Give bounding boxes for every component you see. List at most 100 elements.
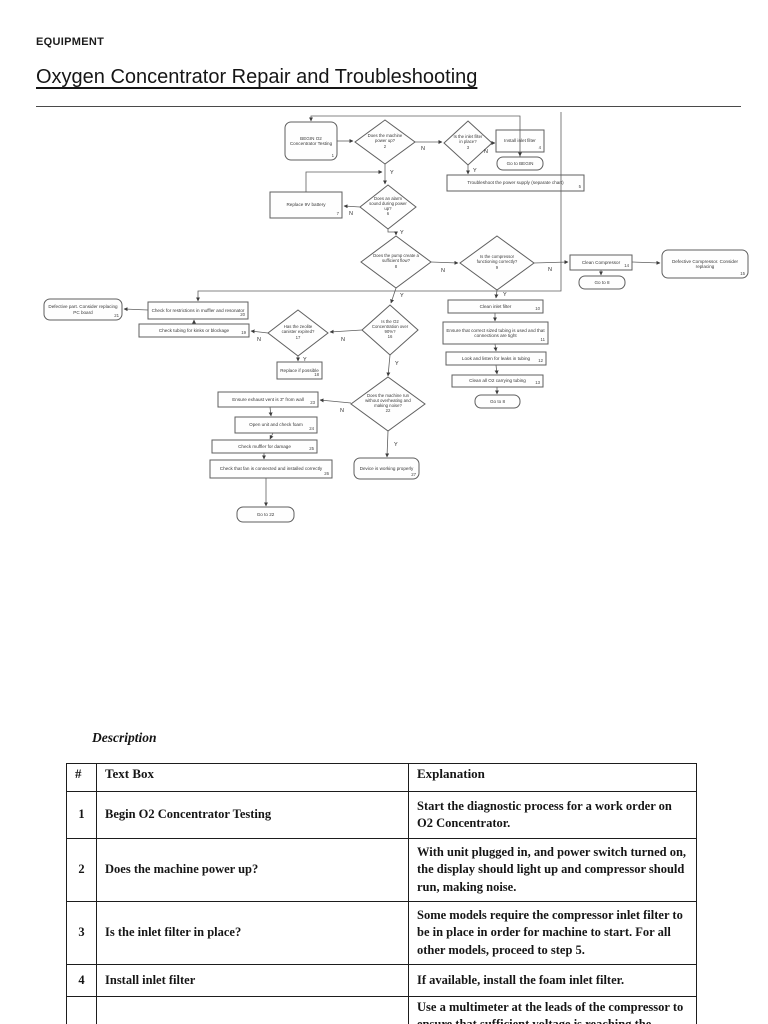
flowchart-step-number: 25: [309, 446, 314, 452]
cell-step-number: 1: [66, 791, 97, 839]
flowchart-node-text: Check muffler for damage: [238, 443, 291, 449]
flowchart-node-text: Go to 8: [489, 398, 506, 404]
flowchart-node-label: Is the inlet filter in place?3: [444, 121, 492, 165]
flowchart-node-text: Is the compressor functioning correctly?: [476, 254, 518, 265]
flowchart-step-number: 13: [535, 380, 540, 386]
flowchart-connector: [268, 406, 273, 417]
flowchart-node-label: Check for restrictions in muffler and re…: [148, 302, 248, 319]
cell-explanation: Start the diagnostic process for a work …: [408, 791, 697, 839]
flowchart-node-text: Is the O2 Concentration over 90%?: [371, 318, 409, 334]
description-table: # Text Box Explanation 1 Begin O2 Concen…: [66, 763, 697, 1024]
flowchart-node-text: Go to BEGIN: [506, 160, 534, 166]
flowchart-node-text: Install inlet filter: [504, 138, 536, 144]
flowchart-step-number: 5: [578, 184, 581, 190]
flowchart-node-text: Check tubing for kinks or blockage: [158, 327, 230, 333]
flowchart-step-number: 8: [394, 263, 398, 269]
cell-explanation: With unit plugged in, and power switch t…: [408, 838, 697, 902]
flowchart-process-shape: [217, 391, 319, 408]
table-row: 1 Begin O2 Concentrator Testing Start th…: [66, 791, 697, 839]
cell-step-number: 3: [66, 901, 97, 965]
table-row: 3 Is the inlet filter in place? Some mod…: [66, 901, 697, 965]
flowchart-node-text: Device is working properly: [359, 465, 414, 471]
flowchart-node-text: Look and listen for leaks in tubing: [461, 355, 531, 361]
edge-label-n: N: [341, 337, 345, 343]
flowchart-terminator-shape: [43, 298, 123, 321]
flowchart-node-text: Defective Compressor. Consider replacing: [671, 258, 739, 269]
cell-text-box: Install inlet filter: [96, 964, 409, 997]
flowchart-node-text: Ensure that correct sized tubing is used…: [446, 327, 545, 338]
flowchart-connector: [631, 260, 661, 265]
flowchart-node-label: Troubleshoot the power supply (separate …: [447, 175, 584, 191]
flowchart-node-text: Does the pump create a sufficient flow?: [373, 253, 419, 264]
column-header-explanation: Explanation: [408, 763, 697, 792]
flowchart-node-label: Defective Compressor. Consider replacing…: [662, 250, 748, 278]
flowchart-connector: [390, 287, 397, 304]
flowchart-process-shape: [451, 374, 544, 388]
flowchart-node-label: Go to 22: [237, 507, 294, 522]
flowchart-node-label: Check that fan is connected and installe…: [210, 460, 332, 478]
flowchart-step-number: 9: [495, 264, 499, 270]
edge-label-n: N: [421, 146, 425, 152]
flowchart-node-label: Is the O2 Concentration over 90%?16: [362, 305, 418, 355]
flowchart-step-number: 12: [538, 358, 543, 364]
flowchart-node-label: Go to 8: [579, 276, 625, 289]
flowchart-node-label: Defective part. Consider replacing PC bo…: [44, 299, 122, 320]
flowchart-step-number: 7: [336, 211, 339, 217]
flowchart-process-shape: [211, 439, 318, 454]
edge-label-n: N: [484, 149, 488, 155]
flowchart-node-label: Does the machine run without overheating…: [351, 377, 425, 431]
flowchart-node-label: Ensure that correct sized tubing is used…: [443, 322, 548, 344]
flowchart-node-label: BEGIN O2 Concentrator Testing 1: [285, 122, 337, 160]
cell-text-box: Does the machine power up?: [96, 838, 409, 902]
flowchart-node-text: BEGIN O2 Concentrator Testing: [289, 135, 333, 146]
title-divider: [36, 106, 741, 107]
flowchart-node-text: Go to 22: [256, 511, 275, 517]
flowchart-process-shape: [446, 174, 585, 192]
flowchart-step-number: 14: [624, 263, 629, 269]
edge-label-n: N: [441, 268, 445, 274]
flowchart-step-number: 2: [383, 143, 387, 149]
flowchart-connector: [329, 329, 363, 334]
cell-step-number: 2: [66, 838, 97, 902]
cell-explanation: Use a multimeter at the leads of the com…: [408, 996, 697, 1024]
edge-label-n: N: [340, 408, 344, 414]
flowchart-connector: [385, 430, 390, 458]
flowchart-connector: [387, 229, 398, 236]
cell-step-number: 4: [66, 964, 97, 997]
flowchart-step-number: 3: [466, 144, 470, 150]
cell-explanation: If available, install the foam inlet fil…: [408, 964, 697, 997]
flowchart-step-number: 1: [331, 153, 334, 159]
edge-label-y: Y: [503, 292, 507, 298]
table-row: 2 Does the machine power up? With unit p…: [66, 838, 697, 902]
flowchart-node-label: Does the pump create a sufficient flow?8: [361, 236, 431, 288]
flowchart-node-text: Open unit and check foam: [249, 422, 303, 428]
edge-label-n: N: [548, 267, 552, 273]
flowchart-node-text: Is the inlet filter in place?: [453, 134, 483, 145]
flowchart-step-number: 6: [386, 211, 390, 217]
flowchart-process-shape: [442, 321, 549, 345]
edge-label-y: Y: [390, 170, 394, 176]
flowchart-node-text: Has the zeolite canister expired?: [281, 324, 315, 335]
edge-label-y: Y: [400, 230, 404, 236]
flowchart-step-number: 15: [740, 271, 745, 277]
flowchart-node-label: Go to 8: [475, 395, 520, 408]
flowchart-connector: [533, 260, 569, 265]
cell-text-box: [96, 996, 409, 1024]
table-header-row: # Text Box Explanation: [66, 763, 697, 792]
flowchart-node-text: Defective part. Consider replacing PC bo…: [48, 304, 118, 315]
flowchart-node-label: Is the compressor functioning correctly?…: [460, 236, 534, 290]
flowchart-node-label: Check muffler for damage 25: [212, 440, 317, 453]
flowchart-terminator-shape: [236, 506, 295, 523]
flowchart-step-number: 20: [240, 312, 245, 318]
column-header-textbox: Text Box: [96, 763, 409, 792]
edge-label-y: Y: [395, 361, 399, 367]
flowchart-terminator-shape: [661, 249, 749, 279]
flowchart-node-label: Does the machine power up?2: [355, 120, 415, 164]
flowchart-connector: [196, 112, 562, 302]
